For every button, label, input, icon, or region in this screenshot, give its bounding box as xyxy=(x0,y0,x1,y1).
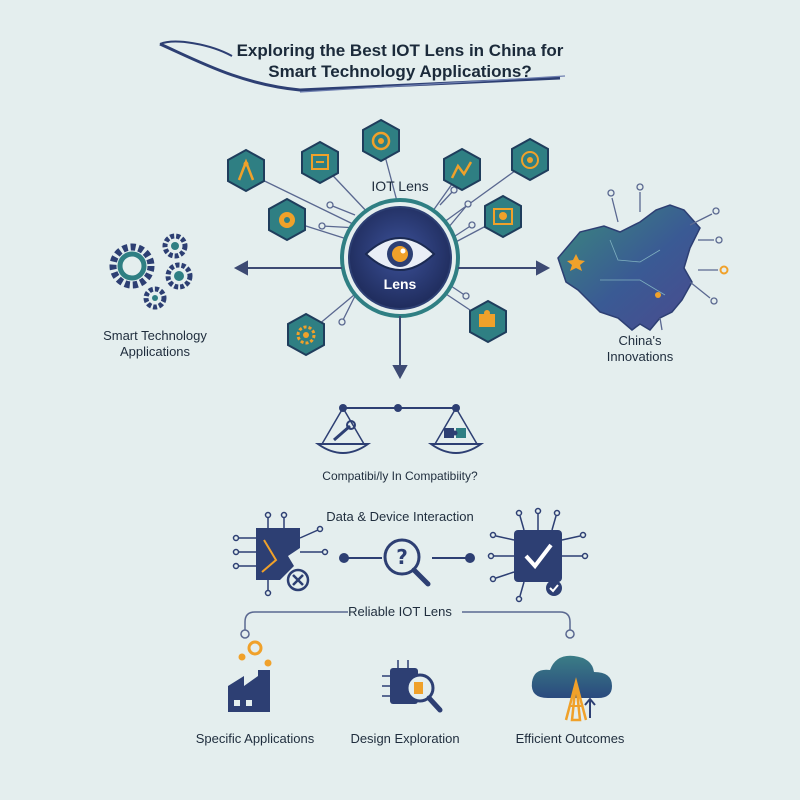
main-arrows xyxy=(233,260,551,380)
china-innovations-line-2: Innovations xyxy=(606,349,674,365)
hex-node-chart xyxy=(443,147,481,192)
balance-scale-icon xyxy=(314,404,485,454)
title-line-1: Exploring the Best IOT Lens in China for xyxy=(236,41,564,60)
hub-connector-lines xyxy=(245,140,531,336)
smart-technology-line-2: Applications xyxy=(119,344,191,360)
hex-node-settings xyxy=(287,312,325,357)
svg-text:?: ? xyxy=(396,545,408,569)
china-innovations-line-1: China's xyxy=(618,333,662,348)
page-title: Exploring the Best IOT Lens in China for… xyxy=(190,40,610,83)
hex-node-chip xyxy=(268,197,306,242)
iot-lens-heading: IOT Lens xyxy=(371,178,429,194)
lens-label: Lens xyxy=(383,276,417,292)
smart-technology-label: Smart Technology Applications xyxy=(80,328,230,361)
outcome-specific-applications: Specific Applications xyxy=(195,731,315,746)
interaction-connector xyxy=(339,553,475,563)
smart-technology-line-1: Smart Technology xyxy=(103,328,207,343)
outcome-efficient-outcomes: Efficient Outcomes xyxy=(515,731,625,746)
compatibility-label: Compatibi/ly In Compatibiity? xyxy=(322,469,478,483)
magnifier-question-icon: ? xyxy=(383,538,431,587)
verified-chip-icon xyxy=(487,507,589,603)
central-lens xyxy=(340,198,460,318)
eye-icon xyxy=(364,237,436,271)
hex-node-compass xyxy=(227,148,265,193)
broken-chip-icon xyxy=(232,511,329,597)
design-magnifier-icon xyxy=(382,660,443,713)
factory-icon xyxy=(228,640,272,712)
hex-node-device xyxy=(301,140,339,185)
hex-node-gear xyxy=(362,118,400,163)
title-line-2: Smart Technology Applications? xyxy=(268,62,532,82)
china-innovations-label: China's Innovations xyxy=(580,333,700,366)
hex-node-puzzle xyxy=(469,299,507,344)
title-swoosh xyxy=(159,40,566,93)
outcome-design-exploration: Design Exploration xyxy=(350,731,460,746)
interaction-label: Data & Device Interaction xyxy=(326,509,474,524)
connector-dots xyxy=(318,186,476,326)
puzzle-icon xyxy=(444,428,466,438)
hex-node-target xyxy=(511,137,549,182)
reliable-label: Reliable IOT Lens xyxy=(348,604,452,619)
wrench-icon xyxy=(333,420,356,442)
hex-node-camera xyxy=(484,194,522,239)
cloud-tower-icon xyxy=(531,655,612,722)
gears-icon xyxy=(109,233,193,310)
map-signal-rays xyxy=(607,183,729,331)
reliable-bracket xyxy=(240,611,575,639)
china-map-icon xyxy=(557,204,701,331)
